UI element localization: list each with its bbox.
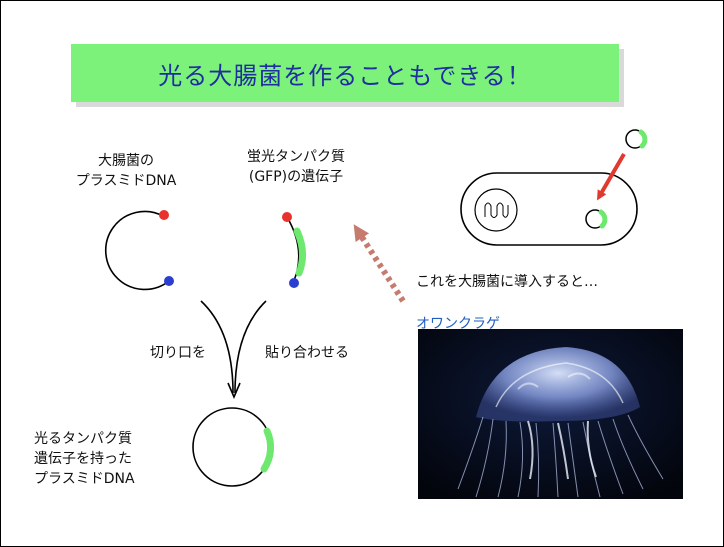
title-banner: 光る大腸菌を作ることもできる！ <box>71 44 619 102</box>
insert-arrow <box>596 152 626 201</box>
gfp-gene-label: 蛍光タンパク質 (GFP)の遺伝子 <box>236 147 356 187</box>
jellyfish-label: オワンクラゲ <box>416 316 500 332</box>
paste-label: 貼り合わせる <box>265 345 349 361</box>
jellyfish-image <box>418 329 683 499</box>
slide-title: 光る大腸菌を作ることもできる！ <box>158 61 532 90</box>
gfp-fragment <box>282 212 306 288</box>
result-label-line3: プラスミドDNA <box>34 471 135 487</box>
result-plasmid <box>192 407 275 487</box>
gfp-end-red <box>282 212 292 222</box>
gfp-label-line2: (GFP)の遺伝子 <box>248 169 344 185</box>
jellyfish-photo <box>418 329 683 499</box>
dashed-arrow <box>353 224 406 303</box>
result-label-line2: 遺伝子を持った <box>34 451 132 467</box>
plasmid-label-line1: 大腸菌の <box>98 153 154 169</box>
gfp-label-line1: 蛍光タンパク質 <box>247 149 345 165</box>
cut-end-blue <box>164 276 174 286</box>
cut-label: 切り口を <box>150 345 206 361</box>
cut-plasmid <box>104 210 174 291</box>
chromosome-dna <box>484 202 509 218</box>
plasmid-label: 大腸菌の プラスミドDNA <box>71 151 181 191</box>
chromosome-outline <box>474 188 518 232</box>
cut-end-red <box>159 210 169 220</box>
result-label: 光るタンパク質 遺伝子を持った プラスミドDNA <box>34 429 135 489</box>
insert-caption: これを大腸菌に導入すると… <box>416 274 598 290</box>
ecoli-cell <box>460 172 638 246</box>
join-funnel <box>200 300 267 400</box>
result-label-line1: 光るタンパク質 <box>34 431 132 447</box>
plasmid-label-line2: プラスミドDNA <box>75 173 177 189</box>
free-plasmid <box>625 129 648 149</box>
gfp-end-blue <box>289 278 299 288</box>
